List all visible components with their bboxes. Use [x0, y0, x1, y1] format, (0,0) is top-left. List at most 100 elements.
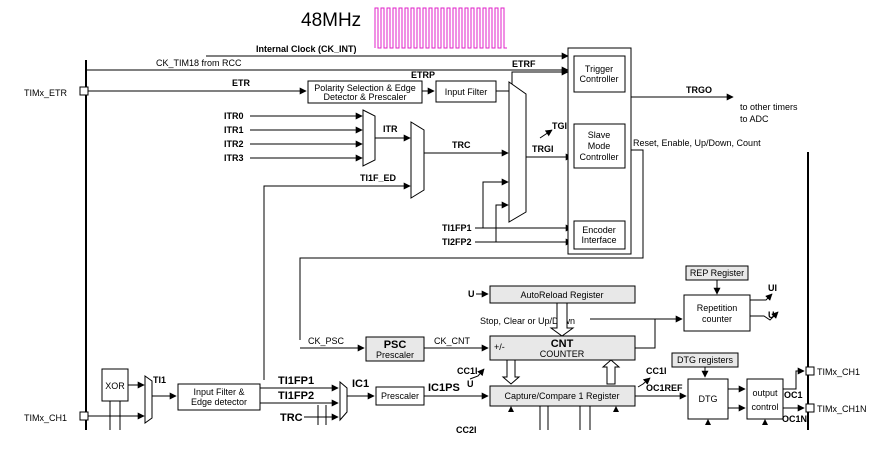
ccr1-triangle-left [508, 406, 514, 412]
oc1n-label: OC1N [782, 414, 807, 424]
ti1fp1-b-label: TI1FP1 [278, 375, 314, 387]
cnt-title: CNT [551, 338, 574, 350]
pin-out-ch1-label: TIMx_CH1 [817, 367, 860, 377]
pin-out-ch1 [805, 366, 815, 376]
dtg-label: DTG [699, 394, 718, 404]
ti1f-ed-label: TI1F_ED [360, 173, 397, 183]
ck-tim18-label: CK_TIM18 from RCC [156, 58, 242, 68]
encoder-line1: Encoder [582, 225, 616, 235]
itr3-label: ITR3 [224, 153, 244, 163]
polarity-selection-block [307, 80, 423, 104]
oc1ref-label: OC1REF [646, 383, 683, 393]
ccr1-triangle-right [613, 406, 619, 412]
cnt-to-ccr-arrow-left [501, 359, 521, 385]
etrp-label: ETRP [411, 70, 435, 80]
output-control-block [746, 378, 784, 420]
trc-label: TRC [452, 140, 471, 150]
prescaler-label: Prescaler [381, 391, 419, 401]
pin-out-ch1n-label: TIMx_CH1N [817, 404, 867, 414]
tgi-arrow [539, 129, 553, 139]
ti1fp2-b-label: TI1FP2 [278, 390, 314, 402]
stop-clear-label: Stop, Clear or Up/Down [480, 316, 575, 326]
cc2i-partial-label: CC2I [456, 425, 477, 435]
pin-timx-etr-label: TIMx_ETR [24, 88, 68, 98]
cnt-to-ccr-arrow-right [601, 359, 621, 385]
itr2-label: ITR2 [224, 139, 244, 149]
mux-in-b [495, 201, 509, 242]
xor-label: XOR [105, 381, 125, 391]
slave-mode-line3: Controller [579, 152, 618, 162]
dtg-triangle [705, 419, 711, 425]
rep-register-label: REP Register [690, 268, 744, 278]
pin-timx-ch1 [79, 411, 89, 421]
psc-sub: Prescaler [376, 350, 414, 360]
rep-counter-line1: Repetition [697, 303, 738, 313]
etr-label: ETR [232, 78, 251, 88]
slave-mode-line1: Slave [588, 130, 611, 140]
oc1-label: OC1 [784, 390, 803, 400]
internal-clock-label: Internal Clock (CK_INT) [256, 44, 357, 54]
ui-label: UI [768, 283, 777, 293]
dtg-block [687, 378, 729, 420]
etrf-label: ETRF [512, 59, 536, 69]
itr1-label: ITR1 [224, 125, 244, 135]
ic1-mux [339, 380, 348, 422]
ck-cnt-label: CK_CNT [434, 336, 471, 346]
cnt-sub: COUNTER [540, 349, 585, 359]
cnt-to-rep [635, 319, 656, 349]
slave-mode-line2: Mode [588, 141, 611, 151]
cc1i-b-arrow [637, 377, 651, 388]
ti1fp1-label: TI1FP1 [442, 223, 472, 233]
trgi-label: TRGI [532, 144, 554, 154]
ti1f-ed-line [263, 182, 411, 380]
pin-timx-etr [79, 86, 89, 96]
encoder-line2: Interface [581, 235, 616, 245]
reset-enable-line [299, 149, 644, 340]
itr-label: ITR [383, 124, 398, 134]
trgo-label: TRGO [686, 85, 712, 95]
psc-title: PSC [384, 339, 407, 351]
cc1i-a-arrow [469, 368, 485, 380]
reset-enable-label: Reset, Enable, Up/Down, Count [633, 138, 761, 148]
output-control-line1: output [752, 388, 778, 398]
pin-out-ch1n [805, 403, 815, 413]
ic1-label: IC1 [352, 378, 369, 390]
polarity-line1: Polarity Selection & Edge [314, 83, 416, 93]
output-control-line2: control [751, 402, 778, 412]
ck-psc-label: CK_PSC [308, 336, 345, 346]
clock-frequency-label: 48MHz [301, 10, 361, 31]
repetition-counter-block [683, 294, 751, 332]
ccr1-label: Capture/Compare 1 Register [504, 391, 619, 401]
oc1-line [783, 367, 805, 390]
cc1i-b-label: CC1I [646, 366, 667, 376]
ui-arrow [750, 293, 773, 301]
dtg-registers-label: DTG registers [677, 355, 734, 365]
ti1-label: TI1 [153, 375, 166, 385]
encoder-interface-block [573, 220, 626, 250]
slave-mode-controller-block [573, 123, 626, 169]
rep-counter-line2: counter [702, 314, 732, 324]
ti1-mux [144, 375, 153, 424]
tgi-label: TGI [552, 121, 567, 131]
cnt-counter-block [489, 335, 636, 361]
etrf-line [496, 68, 569, 92]
trigger-controller-block [573, 55, 626, 93]
to-adc: to ADC [740, 114, 769, 124]
cnt-plusminus: +/- [494, 342, 505, 352]
ic1ps-label: IC1PS [428, 382, 460, 394]
trigger-ctrl-line2: Controller [579, 74, 618, 84]
u-rep-arrow [750, 311, 779, 321]
mux-in-a [482, 178, 509, 228]
to-other-timers: to other timers [740, 102, 798, 112]
polarity-line2: Detector & Prescaler [323, 92, 406, 102]
itr0-label: ITR0 [224, 111, 244, 121]
u-label-autoreload: U [468, 289, 475, 299]
autoreload-label: AutoReload Register [520, 290, 603, 300]
pin-timx-ch1-label: TIMx_CH1 [24, 413, 67, 423]
autoreload-to-cnt-arrow [549, 302, 575, 337]
trc-b-label: TRC [280, 412, 303, 424]
itr-mux [362, 109, 376, 167]
ti2fp2-label: TI2FP2 [442, 237, 472, 247]
output-control-triangle [762, 419, 768, 425]
